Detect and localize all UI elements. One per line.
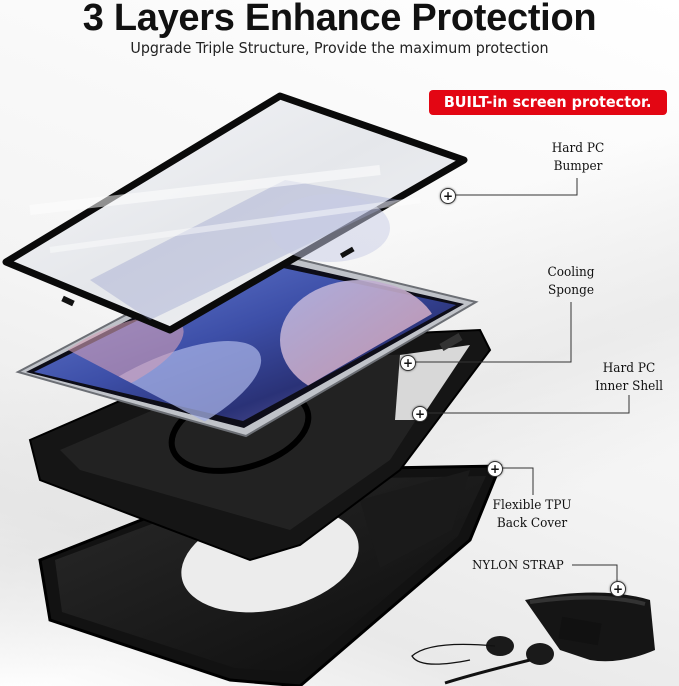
plus-circle-icon: + xyxy=(412,406,428,422)
page-title: 3 Layers Enhance Protection xyxy=(82,0,597,39)
bumper-with-screen-protector xyxy=(2,92,468,334)
callout-nylon-strap: NYLON STRAP xyxy=(466,556,570,574)
callout-line1: NYLON STRAP xyxy=(472,557,564,572)
nylon-strap xyxy=(411,592,655,685)
callout-line1: Hard PC xyxy=(602,361,656,376)
page-subtitle: Upgrade Triple Structure, Provide the ma… xyxy=(130,39,549,57)
callout-line2: Back Cover xyxy=(496,516,568,531)
callout-line2: Sponge xyxy=(547,283,594,298)
callout-line2: Inner Shell xyxy=(594,379,664,394)
callout-leader-lines xyxy=(414,178,630,581)
plus-circle-icon: + xyxy=(610,581,626,597)
tablet xyxy=(15,246,479,440)
callout-line1: Flexible TPU xyxy=(492,498,572,513)
callout-line2: Bumper xyxy=(553,159,603,174)
callout-flexible-tpu-back-cover: Flexible TPU Back Cover xyxy=(486,497,579,533)
plus-circle-icon: + xyxy=(487,461,503,477)
callout-hard-pc-inner-shell: Hard PC Inner Shell xyxy=(583,360,674,396)
plus-circle-icon: + xyxy=(440,188,456,204)
badge-label: BUILT-in screen protector. xyxy=(444,93,652,111)
callout-line1: Cooling xyxy=(547,265,595,280)
screen-protector-badge: BUILT-in screen protector. xyxy=(429,90,667,115)
callout-cooling-sponge: Cooling Sponge xyxy=(530,264,612,300)
callout-hard-pc-bumper: Hard PC Bumper xyxy=(538,140,618,176)
plus-circle-icon: + xyxy=(400,355,416,371)
callout-line1: Hard PC xyxy=(551,141,605,156)
